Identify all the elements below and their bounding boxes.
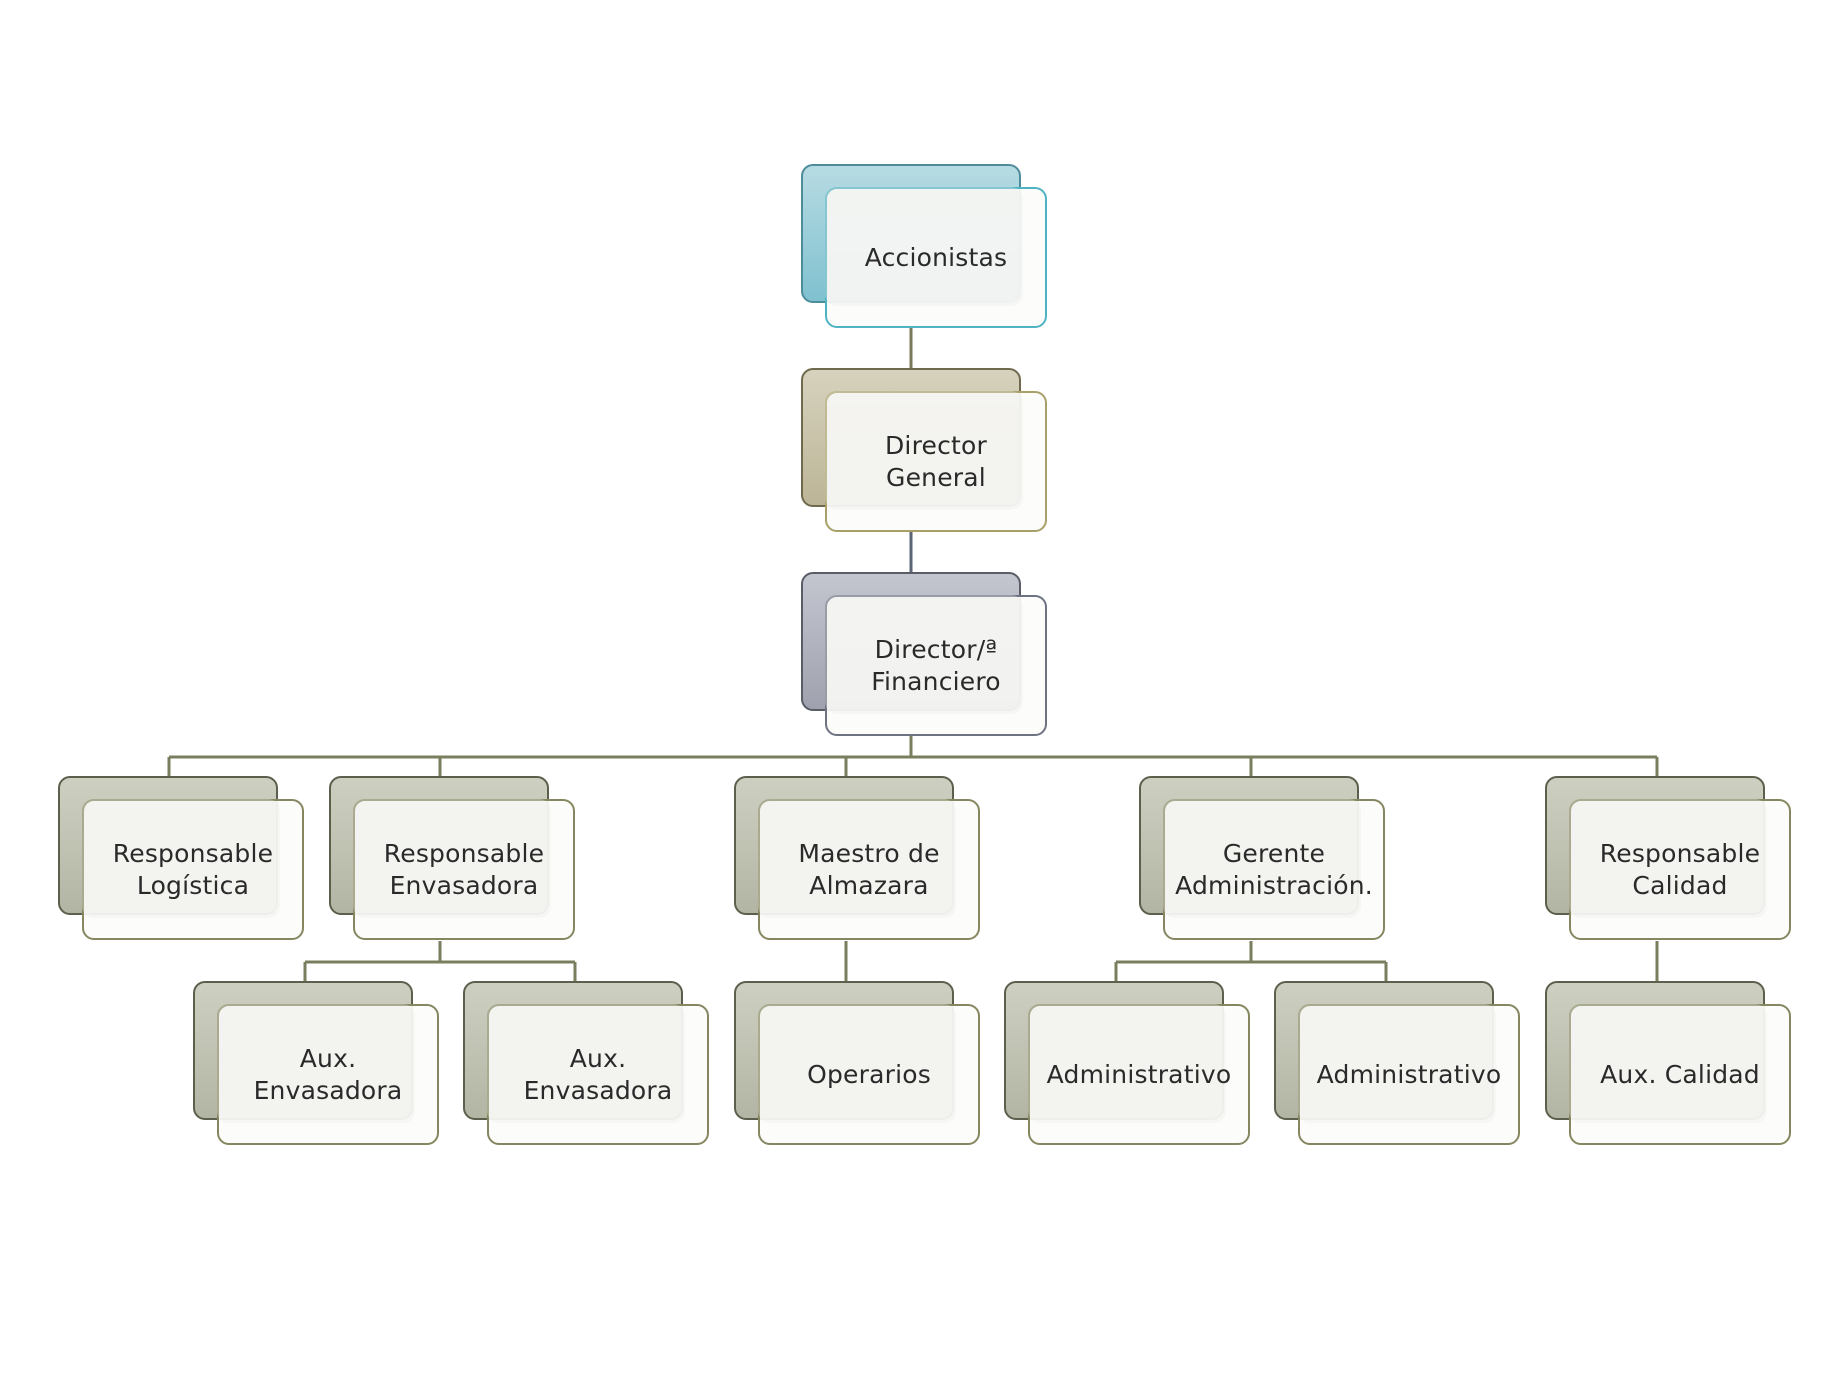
- node-director-general-label: Director General: [884, 430, 988, 492]
- node-aux-calidad-label: Aux. Calidad: [1600, 1059, 1760, 1089]
- node-responsable-logistica-label: Responsable Logística: [112, 838, 274, 900]
- node-responsable-envasadora-label: Responsable Envasadora: [383, 838, 545, 900]
- node-operarios-label: Operarios: [807, 1059, 931, 1089]
- node-responsable-envasadora: Responsable Envasadora: [329, 776, 575, 940]
- node-maestro-almazara: Maestro de Almazara: [734, 776, 980, 940]
- node-accionistas: Accionistas: [801, 164, 1047, 328]
- node-director-financiero-label: Director/ª Financiero: [871, 634, 1001, 696]
- node-gerente-administracion: Gerente Administración.: [1139, 776, 1385, 940]
- node-administrativo-1: Administrativo: [1004, 981, 1250, 1145]
- node-director-general: Director General: [801, 368, 1047, 532]
- node-gerente-administracion-label: Gerente Administración.: [1175, 838, 1373, 900]
- node-responsable-calidad-label: Responsable Calidad: [1599, 838, 1761, 900]
- node-aux-envasadora-1: Aux. Envasadora: [193, 981, 439, 1145]
- node-director-financiero: Director/ª Financiero: [801, 572, 1047, 736]
- node-administrativo-2: Administrativo: [1274, 981, 1520, 1145]
- node-aux-envasadora-1-label: Aux. Envasadora: [253, 1043, 403, 1105]
- node-responsable-calidad: Responsable Calidad: [1545, 776, 1791, 940]
- node-responsable-logistica: Responsable Logística: [58, 776, 304, 940]
- node-aux-envasadora-2: Aux. Envasadora: [463, 981, 709, 1145]
- node-operarios: Operarios: [734, 981, 980, 1145]
- node-aux-envasadora-2-label: Aux. Envasadora: [523, 1043, 673, 1105]
- node-aux-calidad: Aux. Calidad: [1545, 981, 1791, 1145]
- node-accionistas-label: Accionistas: [864, 242, 1008, 272]
- node-maestro-almazara-label: Maestro de Almazara: [798, 838, 940, 900]
- node-administrativo-1-label: Administrativo: [1046, 1059, 1232, 1089]
- node-administrativo-2-label: Administrativo: [1316, 1059, 1502, 1089]
